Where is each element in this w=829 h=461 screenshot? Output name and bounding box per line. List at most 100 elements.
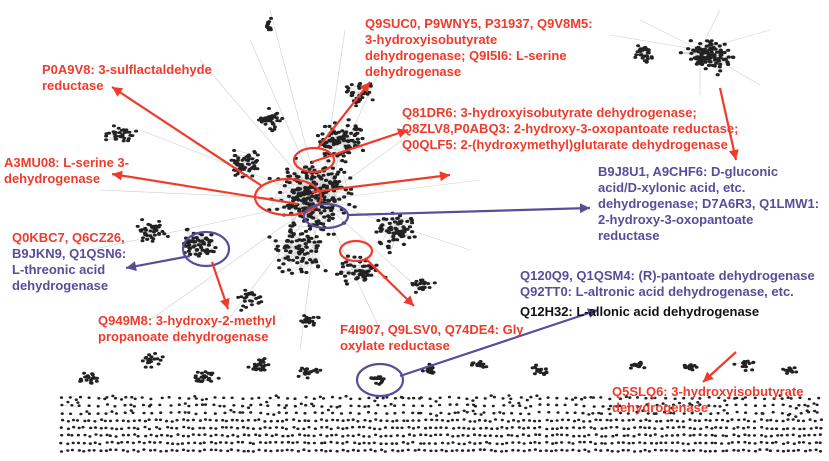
network-node <box>814 448 818 452</box>
network-node <box>633 450 637 453</box>
network-node <box>505 426 509 430</box>
network-node <box>291 199 296 203</box>
network-node <box>670 441 675 445</box>
network-node <box>716 59 722 63</box>
network-node <box>369 376 374 380</box>
network-node <box>435 414 439 417</box>
network-node <box>363 418 367 422</box>
network-node <box>510 411 514 415</box>
network-edge <box>278 252 291 261</box>
cluster-ring-red <box>338 239 374 263</box>
network-node <box>500 442 504 446</box>
network-node <box>318 395 322 399</box>
network-node <box>560 418 565 422</box>
network-node <box>699 53 704 57</box>
network-node <box>399 219 404 223</box>
network-node <box>87 419 91 422</box>
network-node <box>206 371 211 375</box>
network-node <box>342 195 347 199</box>
network-node <box>368 426 372 430</box>
network-node <box>332 175 338 179</box>
network-node <box>698 441 702 445</box>
network-node <box>326 159 331 163</box>
network-node <box>608 397 612 401</box>
network-node <box>573 411 577 415</box>
network-node <box>320 205 325 209</box>
network-node <box>132 405 136 408</box>
network-node <box>578 426 582 430</box>
network-node <box>310 165 315 169</box>
network-node <box>429 412 433 416</box>
network-node <box>732 433 736 437</box>
network-node <box>537 368 542 372</box>
network-node <box>698 403 702 406</box>
network-node <box>239 295 244 299</box>
network-node <box>193 376 198 380</box>
network-node <box>571 426 576 429</box>
network-node <box>760 434 764 437</box>
network-node <box>76 433 80 437</box>
network-node <box>177 411 181 414</box>
network-node <box>546 396 550 399</box>
network-node <box>142 448 146 451</box>
network-node <box>355 276 360 280</box>
network-node <box>649 441 654 445</box>
network-node <box>448 403 452 406</box>
network-node <box>110 410 114 413</box>
network-node <box>676 433 680 437</box>
network-node <box>622 427 626 431</box>
network-node <box>242 296 247 300</box>
network-node <box>538 449 543 453</box>
network-node <box>296 198 301 202</box>
network-node <box>439 411 443 415</box>
network-node <box>769 434 774 438</box>
network-node <box>588 420 592 423</box>
network-node <box>341 139 346 143</box>
network-node <box>183 244 188 248</box>
network-node <box>390 426 395 430</box>
network-node <box>246 365 251 369</box>
network-node <box>312 434 316 438</box>
network-node <box>191 245 196 249</box>
network-node <box>396 222 401 226</box>
network-node <box>203 403 208 406</box>
network-node <box>644 396 648 400</box>
network-node <box>702 55 707 60</box>
network-node <box>780 397 784 400</box>
network-node <box>753 449 758 453</box>
network-node <box>792 427 796 430</box>
network-node <box>600 435 604 438</box>
network-node <box>607 407 611 411</box>
network-node <box>413 290 418 294</box>
network-node <box>366 410 371 414</box>
network-node <box>248 441 252 445</box>
network-node <box>551 433 555 437</box>
network-node <box>533 448 538 451</box>
network-node <box>450 418 454 422</box>
network-node <box>527 419 532 422</box>
network-node <box>81 425 85 429</box>
network-node <box>782 427 786 431</box>
network-node <box>138 419 142 422</box>
network-node <box>336 418 340 422</box>
network-node <box>636 405 640 408</box>
network-node <box>465 397 469 401</box>
network-node <box>358 397 362 401</box>
network-node <box>677 425 681 429</box>
network-node <box>103 419 107 423</box>
network-node <box>734 403 738 407</box>
network-node <box>226 449 230 453</box>
network-node <box>349 192 354 196</box>
network-node <box>560 433 564 437</box>
network-node <box>538 425 542 429</box>
network-node <box>322 124 328 129</box>
network-node <box>74 398 78 402</box>
network-node <box>666 426 670 429</box>
network-node <box>307 449 311 453</box>
network-node <box>90 372 95 376</box>
network-node <box>322 144 328 148</box>
network-node <box>444 426 448 430</box>
network-node <box>471 409 475 413</box>
network-node <box>673 397 677 401</box>
